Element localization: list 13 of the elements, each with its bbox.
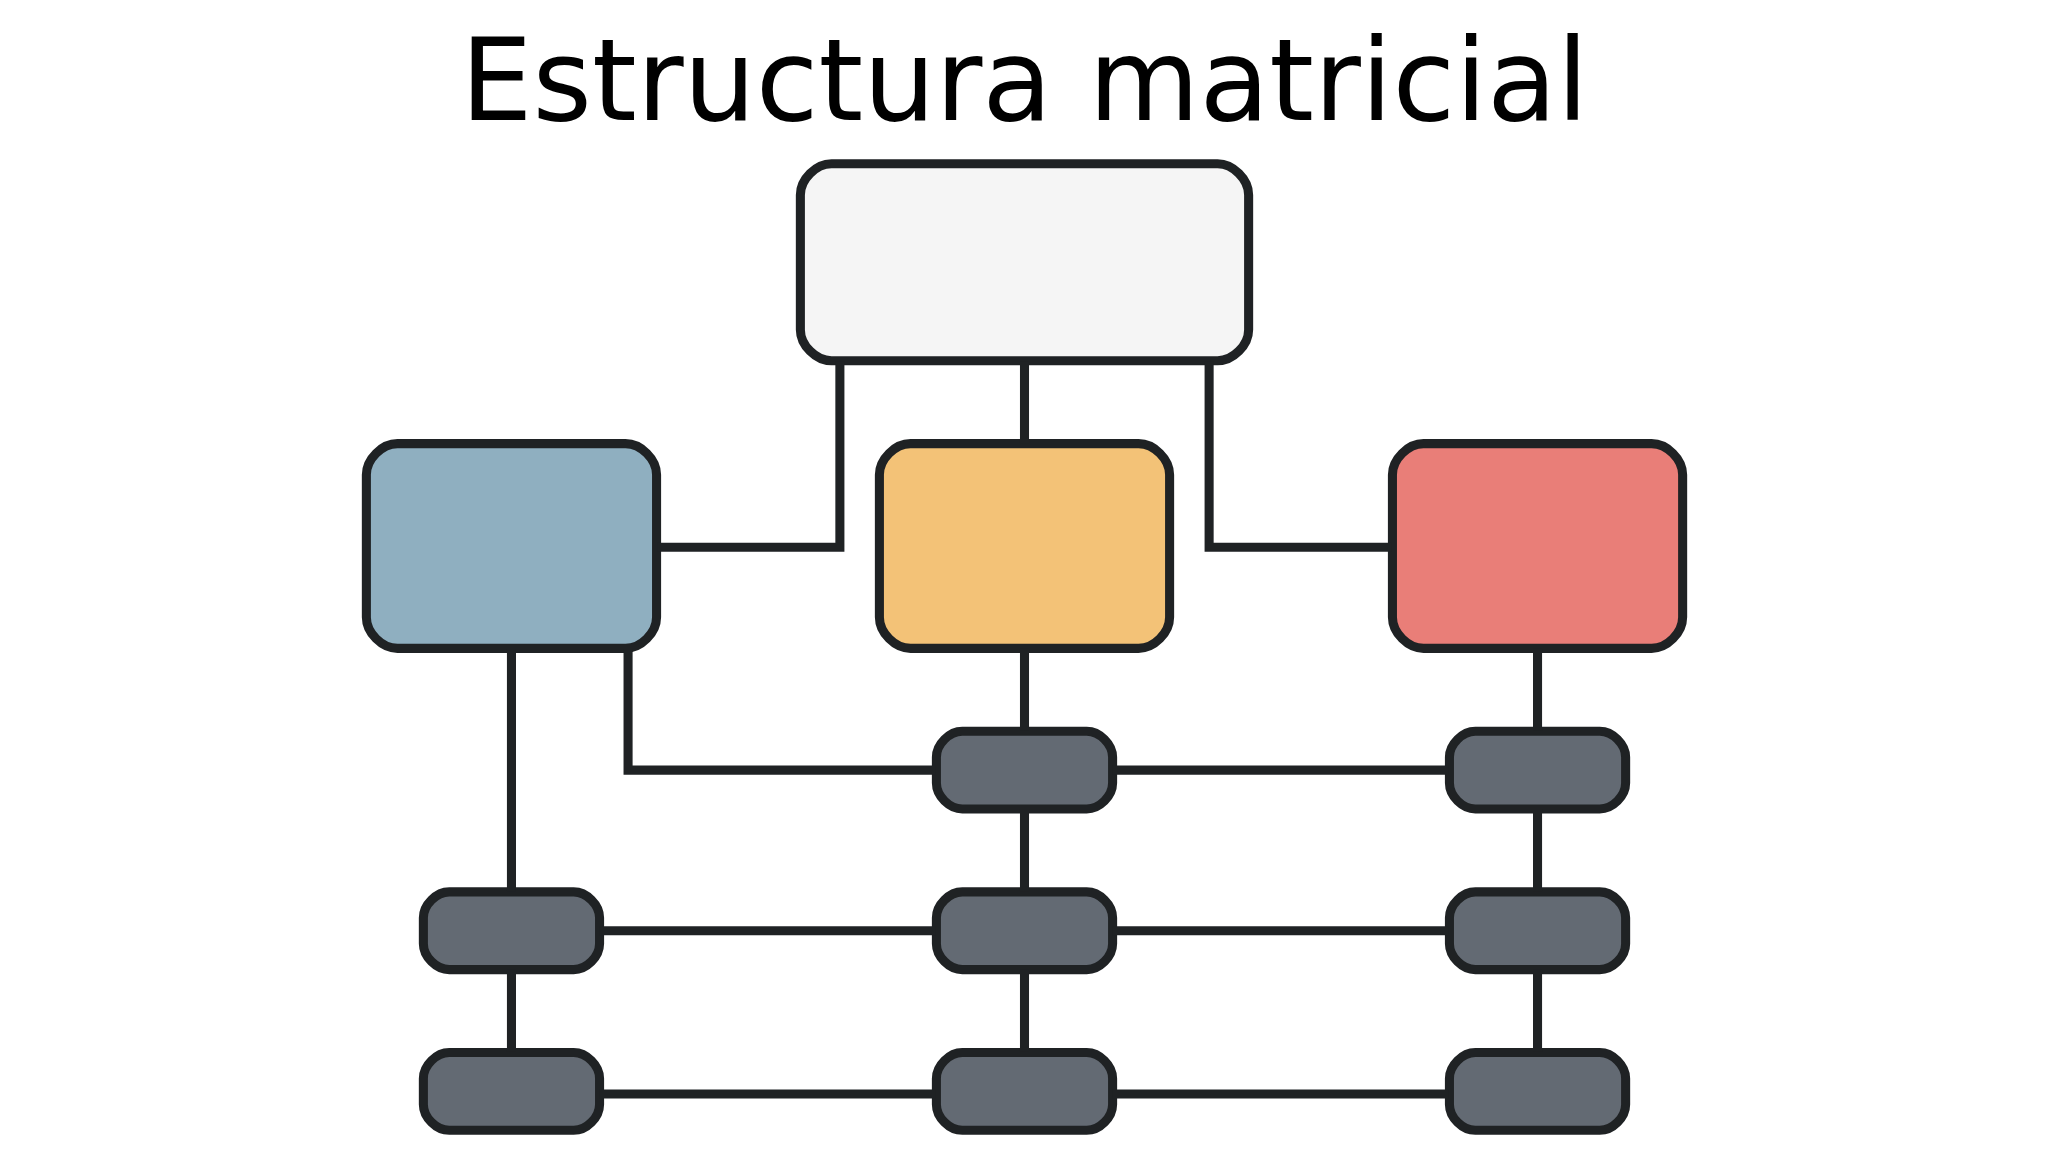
node-box — [874, 439, 1175, 653]
node-box — [1444, 726, 1631, 814]
node-box — [931, 1048, 1118, 1135]
node-box — [931, 726, 1118, 814]
node-box — [795, 159, 1254, 366]
node-box — [1444, 887, 1631, 975]
node-box — [418, 887, 605, 975]
node-box — [361, 439, 662, 653]
node-box — [1444, 1048, 1631, 1135]
node-box — [931, 887, 1118, 975]
node-box — [418, 1048, 605, 1135]
diagram-title: Estructura matricial — [460, 14, 1589, 148]
node-box — [1387, 439, 1688, 653]
